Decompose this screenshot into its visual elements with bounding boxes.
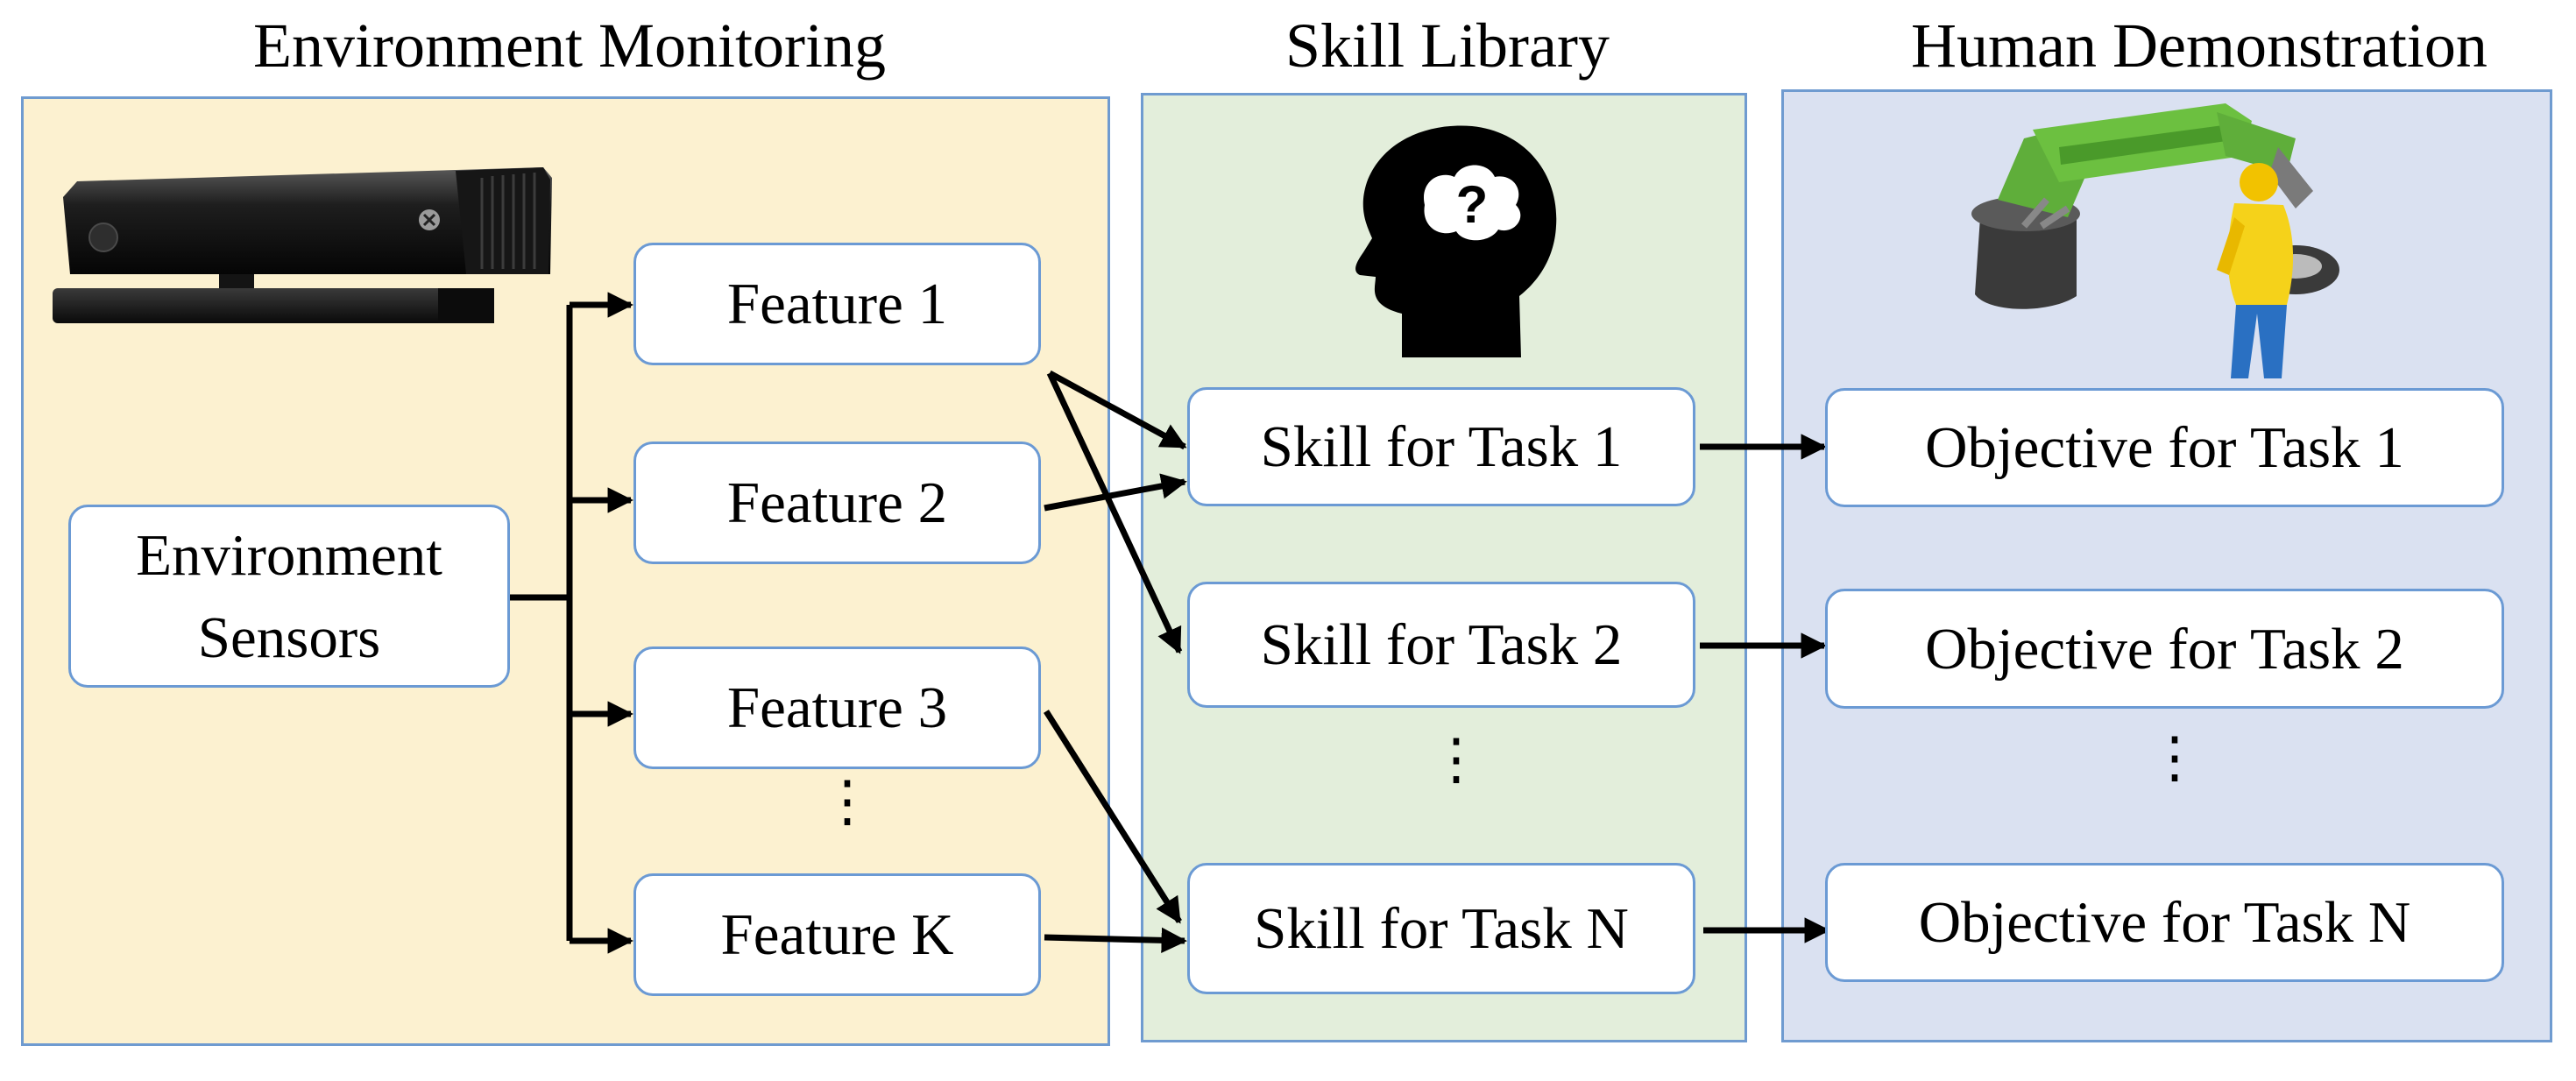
environment-sensors-line2: Sensors: [197, 604, 381, 670]
arrow-f1-skill2: [1046, 371, 1183, 654]
arrow-f3-skillN: [1044, 710, 1182, 924]
objective-box-2: Objective for Task 2: [1825, 589, 2504, 709]
feature-box-k: Feature K: [633, 873, 1041, 996]
arrow-f2-skill1: [1044, 473, 1187, 512]
environment-sensors-box: Environment Sensors: [68, 505, 510, 688]
skill-box-n: Skill for Task N: [1187, 863, 1695, 994]
title-human-demonstration: Human Demonstration: [1911, 11, 2488, 81]
feature-box-1: Feature 1: [633, 243, 1041, 365]
skill-box-2: Skill for Task 2: [1187, 582, 1695, 708]
svg-text:?: ?: [1456, 175, 1489, 234]
title-environment-monitoring: Environment Monitoring: [253, 11, 886, 81]
objective-box-n: Objective for Task N: [1825, 863, 2504, 982]
arrow-fK-skillN: [1044, 927, 1187, 954]
head-question-icon: ?: [1355, 125, 1557, 357]
robot-human-icon: [1971, 103, 2339, 378]
title-skill-library: Skill Library: [1285, 11, 1610, 81]
skill-box-1: Skill for Task 1: [1187, 387, 1695, 506]
feature-box-2: Feature 2: [633, 442, 1041, 564]
objective-box-1: Objective for Task 1: [1825, 388, 2504, 507]
skill-ellipsis: ⋮: [1428, 728, 1484, 790]
objective-ellipsis: ⋮: [2147, 726, 2203, 788]
feature-ellipsis: ⋮: [819, 770, 875, 832]
feature-box-3: Feature 3: [633, 646, 1041, 769]
environment-sensors-line1: Environment: [136, 522, 442, 588]
arrow-f1-skill1: [1048, 370, 1187, 450]
kinect-sensor-icon: [53, 167, 552, 323]
